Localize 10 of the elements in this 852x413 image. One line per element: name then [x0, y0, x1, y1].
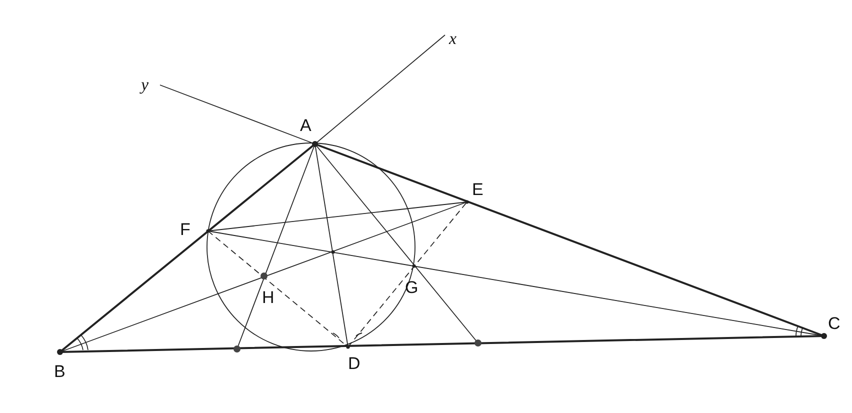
point-label: G	[405, 279, 418, 296]
point-label: x	[449, 30, 457, 47]
point-label: C	[828, 315, 840, 332]
point-label: F	[180, 221, 190, 238]
point-label: A	[300, 117, 312, 134]
point-label: D	[348, 355, 360, 372]
point-label: y	[141, 76, 149, 93]
point-label: B	[54, 363, 66, 380]
point-label: H	[262, 289, 274, 306]
point-label: E	[472, 181, 484, 198]
